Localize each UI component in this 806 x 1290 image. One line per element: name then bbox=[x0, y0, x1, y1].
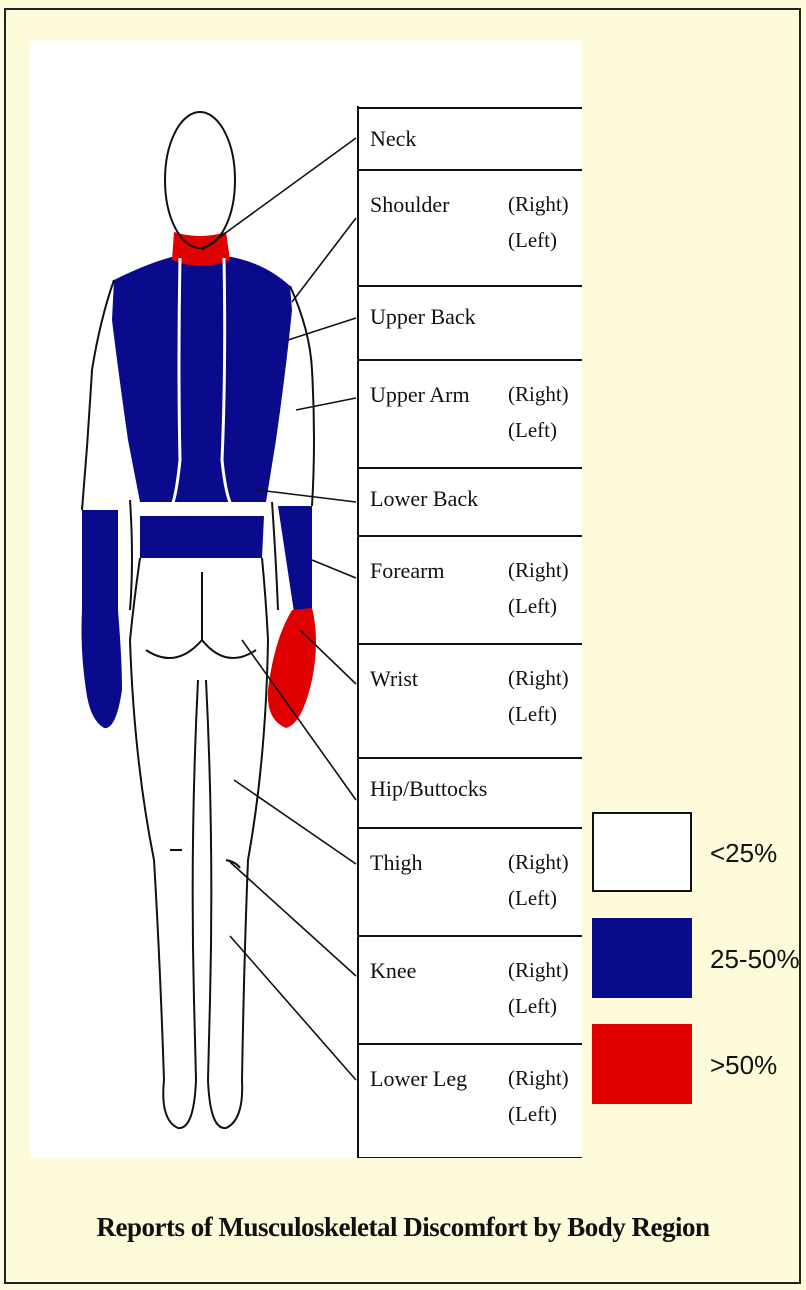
feet-outline bbox=[163, 1080, 242, 1128]
region-label: Knee bbox=[370, 958, 416, 984]
region-side-label: (Right) bbox=[508, 382, 569, 407]
lower-back-region bbox=[140, 516, 264, 558]
region-side-label: (Left) bbox=[508, 702, 557, 727]
region-side-label: (Right) bbox=[508, 666, 569, 691]
upper-back-region bbox=[112, 256, 292, 502]
region-side-label: (Left) bbox=[508, 594, 557, 619]
left-forearm-region bbox=[278, 506, 312, 612]
region-side-label: (Left) bbox=[508, 1102, 557, 1127]
legend-label: >50% bbox=[710, 1050, 777, 1081]
region-label: Lower Back bbox=[370, 486, 478, 512]
buttocks-outline bbox=[146, 572, 256, 658]
upper-back-leader bbox=[288, 318, 356, 340]
hip-outline bbox=[130, 558, 268, 640]
forearm-leader bbox=[312, 560, 356, 578]
legend-swatch bbox=[592, 812, 692, 892]
region-label: Forearm bbox=[370, 558, 445, 584]
upper-arm-leader bbox=[296, 398, 356, 410]
region-side-label: (Right) bbox=[508, 850, 569, 875]
knee-leader bbox=[230, 862, 356, 976]
region-side-label: (Left) bbox=[508, 886, 557, 911]
neck-leader bbox=[202, 138, 356, 250]
region-label: Thigh bbox=[370, 850, 423, 876]
right-forearm-region bbox=[82, 510, 123, 728]
region-side-label: (Right) bbox=[508, 558, 569, 583]
region-side-label: (Left) bbox=[508, 418, 557, 443]
region-label: Shoulder bbox=[370, 192, 449, 218]
region-label: Hip/Buttocks bbox=[370, 776, 487, 802]
region-side-label: (Right) bbox=[508, 958, 569, 983]
region-side-label: (Left) bbox=[508, 994, 557, 1019]
region-label: Neck bbox=[370, 126, 416, 152]
caption: Reports of Musculoskeletal Discomfort by… bbox=[0, 1212, 806, 1243]
region-side-label: (Right) bbox=[508, 192, 569, 217]
region-side-label: (Right) bbox=[508, 1066, 569, 1091]
legend-label: <25% bbox=[710, 838, 777, 869]
legend-swatch bbox=[592, 1024, 692, 1104]
legend-swatch bbox=[592, 918, 692, 998]
region-label: Lower Leg bbox=[370, 1066, 467, 1092]
knee-marks bbox=[170, 850, 240, 868]
shoulder-leader bbox=[292, 218, 356, 302]
region-side-label: (Left) bbox=[508, 228, 557, 253]
head-outline bbox=[165, 112, 235, 248]
lower-leg-leader bbox=[230, 936, 356, 1080]
leg-outline bbox=[130, 640, 268, 1080]
region-label: Upper Arm bbox=[370, 382, 470, 408]
thigh-leader bbox=[234, 780, 356, 864]
legend-label: 25-50% bbox=[710, 944, 800, 975]
body-diagram bbox=[30, 40, 582, 1158]
lower-back-leader bbox=[258, 490, 356, 502]
region-label: Upper Back bbox=[370, 304, 476, 330]
region-label: Wrist bbox=[370, 666, 418, 692]
